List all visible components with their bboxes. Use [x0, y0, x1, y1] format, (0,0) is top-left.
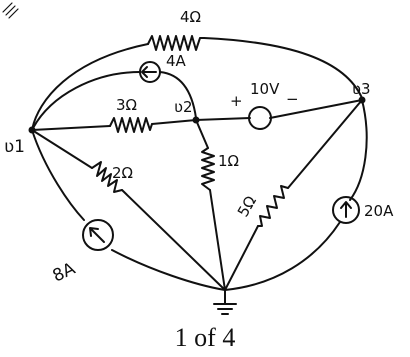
label-source-20a: 20A	[364, 202, 394, 220]
ground-symbol	[213, 289, 237, 315]
label-source-8a: 8A	[50, 259, 79, 287]
wire-4a-right	[159, 71, 197, 119]
voltage-source-10v	[248, 106, 272, 130]
label-resistor-4ohm: 4Ω	[180, 8, 201, 26]
wire-v2-1ohm	[195, 119, 209, 149]
wire-top-right	[203, 37, 363, 99]
label-resistor-5ohm: 5Ω	[234, 193, 260, 220]
label-node-v3: ʋ3	[352, 80, 371, 98]
label-voltage-plus: +	[230, 92, 243, 110]
node-v1-dot	[28, 126, 36, 134]
wire-v1-3ohm	[31, 125, 111, 131]
corner-scribble	[2, 2, 19, 19]
wire-20a-ground	[224, 221, 341, 291]
label-resistor-2ohm: 2Ω	[112, 164, 133, 182]
wire-v1-8a	[31, 129, 85, 221]
wire-4a-left	[31, 71, 141, 131]
wire-5ohm-ground	[224, 225, 259, 291]
label-node-v2: ʋ2	[174, 98, 193, 116]
label-source-4a: 4A	[166, 52, 187, 70]
resistor-4ohm	[147, 35, 205, 51]
wire-v3-5ohm	[287, 99, 363, 189]
current-source-20a	[332, 196, 360, 224]
node-v2-dot	[192, 116, 200, 124]
node-v3-dot	[358, 96, 366, 104]
wire-1ohm-ground	[209, 189, 226, 291]
wire-8a-ground	[111, 249, 226, 291]
wire-2ohm-ground	[121, 189, 226, 291]
label-resistor-1ohm: 1Ω	[218, 152, 239, 170]
wire-v3-20a	[349, 99, 368, 201]
current-source-8a	[82, 219, 114, 251]
label-resistor-3ohm: 3Ω	[116, 96, 137, 114]
page-indicator: 1 of 4	[174, 323, 236, 352]
label-voltage-value: 10V	[250, 80, 280, 98]
label-voltage-minus: −	[286, 90, 299, 108]
current-source-4a	[139, 61, 161, 83]
wire-3ohm-v2	[151, 119, 197, 125]
wire-v1-2ohm	[31, 129, 93, 169]
wire-v2-vsrc	[195, 117, 251, 121]
resistor-2ohm	[91, 161, 123, 193]
label-node-v1: ʋ1	[4, 137, 25, 157]
resistor-1ohm	[201, 147, 215, 191]
wire-vsrc-v3	[269, 99, 363, 119]
resistor-5ohm	[257, 185, 289, 227]
wire-top-left	[31, 43, 149, 131]
resistor-3ohm	[109, 117, 153, 133]
